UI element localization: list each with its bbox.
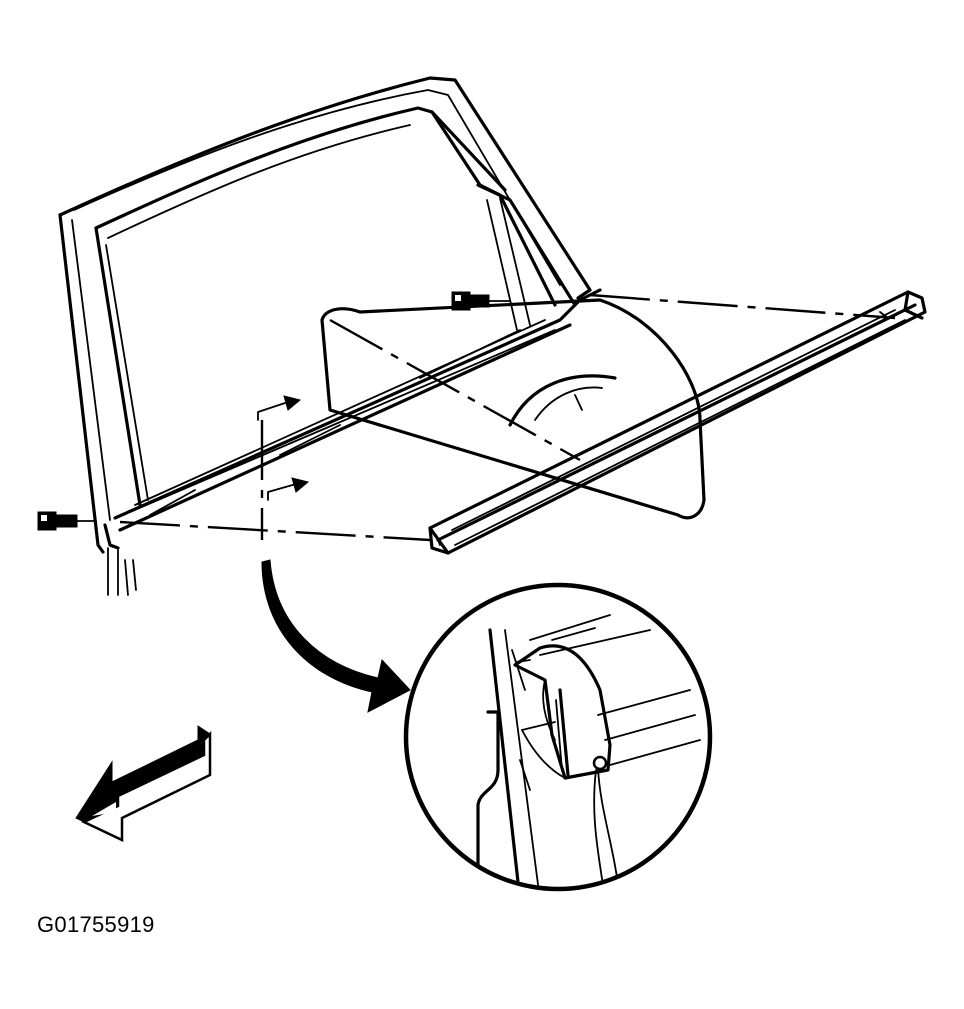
detail-view-circle: [403, 582, 713, 892]
alignment-lines: [119, 293, 896, 542]
movement-arrows: [257, 395, 310, 501]
bolt-icon: [451, 291, 511, 311]
inner-panel-outline: [320, 298, 706, 520]
belt-molding: [428, 290, 927, 555]
bolt-icon: [37, 511, 97, 531]
front-direction-arrow-icon: [75, 725, 212, 842]
curved-callout-arrow-icon: [261, 559, 411, 713]
door-window-frame: [58, 76, 592, 554]
figure-id-label: G01755919: [37, 912, 155, 937]
door-belt-panel: [103, 288, 602, 596]
